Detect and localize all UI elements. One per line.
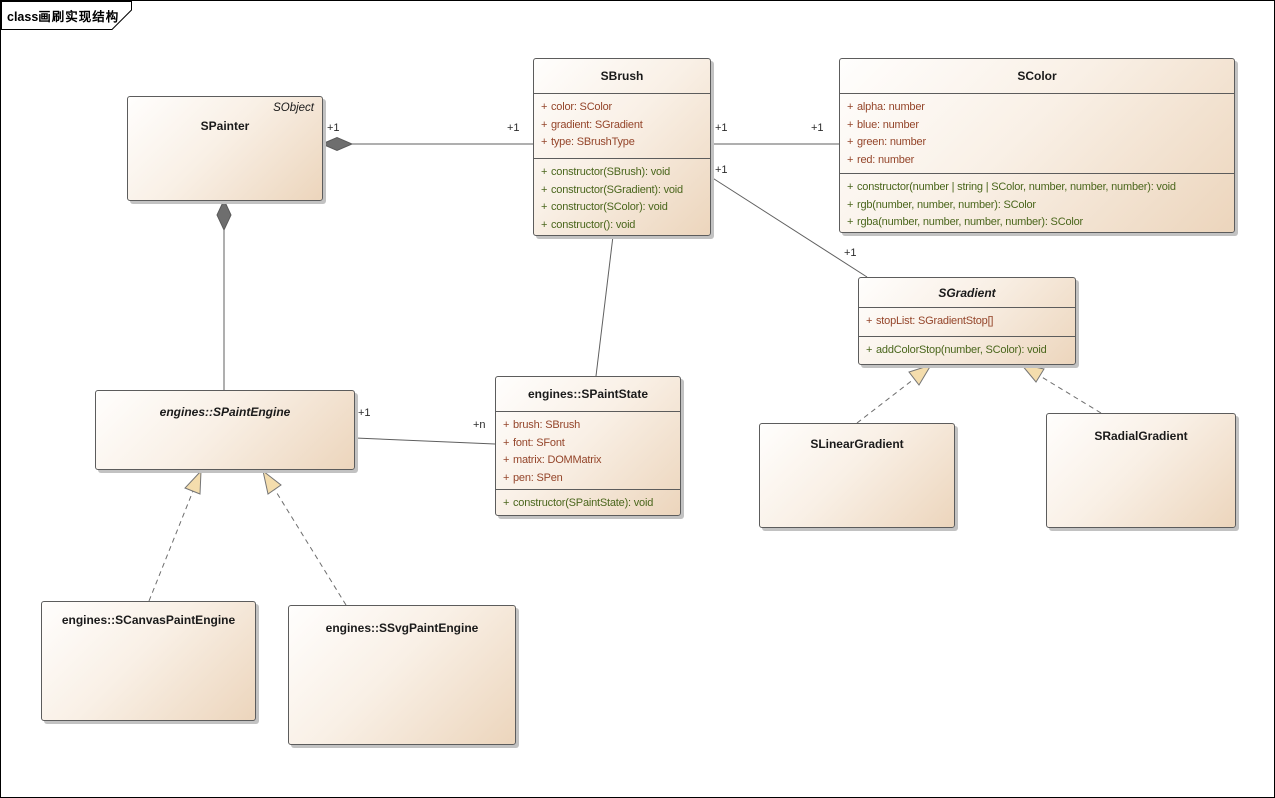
association-engine-state[interactable]	[354, 437, 496, 445]
multiplicity-label: +1	[327, 122, 340, 134]
multiplicity-label: +1	[715, 164, 728, 176]
attribute-row: +green: number	[847, 136, 926, 148]
class-box-scolor[interactable]: SColor +alpha: number +blue: number +gre…	[839, 58, 1235, 233]
realization-svg-engine[interactable]	[274, 489, 347, 606]
diagram-frame-tab	[1, 1, 132, 30]
generalization-linear-gradient[interactable]	[856, 378, 915, 424]
composition-diamond-icon	[216, 198, 232, 232]
diagram-type-keyword: class	[7, 10, 39, 24]
operation-row: +constructor(SColor): void	[541, 201, 668, 213]
generalization-arrow-icon	[1019, 363, 1045, 383]
association-brush-gradient[interactable]	[710, 176, 868, 278]
composition-diamond-icon	[320, 136, 354, 152]
operation-row: +constructor(SBrush): void	[541, 166, 671, 178]
class-name: engines::SCanvasPaintEngine	[61, 613, 236, 627]
class-box-ssvgpaintengine[interactable]: engines::SSvgPaintEngine	[288, 605, 516, 745]
multiplicity-label: +1	[715, 122, 728, 134]
attribute-row: +matrix: DOMMatrix	[503, 454, 602, 466]
attributes-compartment: +brush: SBrush +font: SFont +matrix: DOM…	[496, 411, 680, 489]
operation-row: +rgba(number, number, number, number): S…	[847, 216, 1083, 228]
generalization-arrow-icon	[262, 469, 282, 495]
operations-compartment: +constructor(SBrush): void +constructor(…	[534, 158, 710, 236]
operation-row: +constructor(number | string | SColor, n…	[847, 181, 1176, 193]
generalization-arrow-icon	[184, 469, 202, 495]
multiplicity-label: +1	[844, 247, 857, 259]
diagram-name: 画刷实现结构	[38, 10, 120, 24]
attribute-row: +font: SFont	[503, 436, 565, 449]
class-name: SPainter	[200, 119, 250, 133]
class-name: SColor	[1017, 69, 1057, 83]
class-box-sradialgradient[interactable]: SRadialGradient	[1046, 413, 1236, 528]
multiplicity-label: +1	[358, 407, 371, 419]
diagram-title: class画刷实现结构	[7, 6, 119, 25]
generalization-arrow-icon	[908, 364, 933, 386]
operations-compartment: +addColorStop(number, SColor): void	[859, 336, 1075, 364]
class-box-spainter[interactable]: SObject SPainter	[127, 96, 323, 201]
class-box-sbrush[interactable]: SBrush +color: SColor +gradient: SGradie…	[533, 58, 711, 236]
class-name: SGradient	[938, 285, 996, 300]
class-name: engines::SPaintEngine	[159, 405, 291, 419]
attribute-row: +blue: number	[847, 118, 919, 131]
class-box-slineargradient[interactable]: SLinearGradient	[759, 423, 955, 528]
association-brush-state[interactable]	[595, 235, 614, 377]
operation-row: +constructor(SPaintState): void	[503, 497, 654, 509]
class-name: SBrush	[600, 69, 644, 83]
class-name: SRadialGradient	[1094, 429, 1188, 443]
multiplicity-label: +1	[811, 122, 824, 134]
multiplicity-label: +n	[473, 419, 486, 431]
class-box-spaintengine[interactable]: engines::SPaintEngine	[95, 390, 355, 470]
operation-row: +constructor(SGradient): void	[541, 183, 683, 196]
attribute-row: +alpha: number	[847, 101, 925, 113]
realization-canvas-engine[interactable]	[148, 490, 194, 602]
operation-row: +addColorStop(number, SColor): void	[866, 344, 1047, 356]
class-box-sgradient[interactable]: SGradient +stopList: SGradientStop[] +ad…	[858, 277, 1076, 365]
attribute-row: +brush: SBrush	[503, 419, 581, 431]
attribute-row: +type: SBrushType	[541, 136, 635, 148]
attribute-row: +pen: SPen	[503, 471, 563, 484]
class-name: SLinearGradient	[810, 437, 904, 451]
class-box-scanvaspaintengine[interactable]: engines::SCanvasPaintEngine	[41, 601, 256, 721]
multiplicity-label: +1	[507, 122, 520, 134]
generalization-radial-gradient[interactable]	[1039, 375, 1102, 414]
attributes-compartment: +color: SColor +gradient: SGradient +typ…	[534, 93, 710, 158]
attribute-row: +color: SColor	[541, 101, 612, 113]
attribute-row: +stopList: SGradientStop[]	[866, 315, 994, 327]
operation-row: +rgb(number, number, number): SColor	[847, 198, 1036, 211]
attribute-row: +red: number	[847, 153, 915, 166]
operations-compartment: +constructor(number | string | SColor, n…	[840, 173, 1234, 232]
operation-row: +constructor(): void	[541, 218, 636, 231]
stereotype-label: SObject	[273, 102, 314, 114]
class-box-spaintstate[interactable]: engines::SPaintState +brush: SBrush +fon…	[495, 376, 681, 516]
attributes-compartment: +stopList: SGradientStop[]	[859, 307, 1075, 336]
class-name: engines::SPaintState	[527, 387, 649, 401]
operations-compartment: +constructor(SPaintState): void	[496, 489, 680, 515]
attributes-compartment: +alpha: number +blue: number +green: num…	[840, 93, 1234, 173]
attribute-row: +gradient: SGradient	[541, 118, 643, 131]
class-name: engines::SSvgPaintEngine	[325, 621, 479, 635]
